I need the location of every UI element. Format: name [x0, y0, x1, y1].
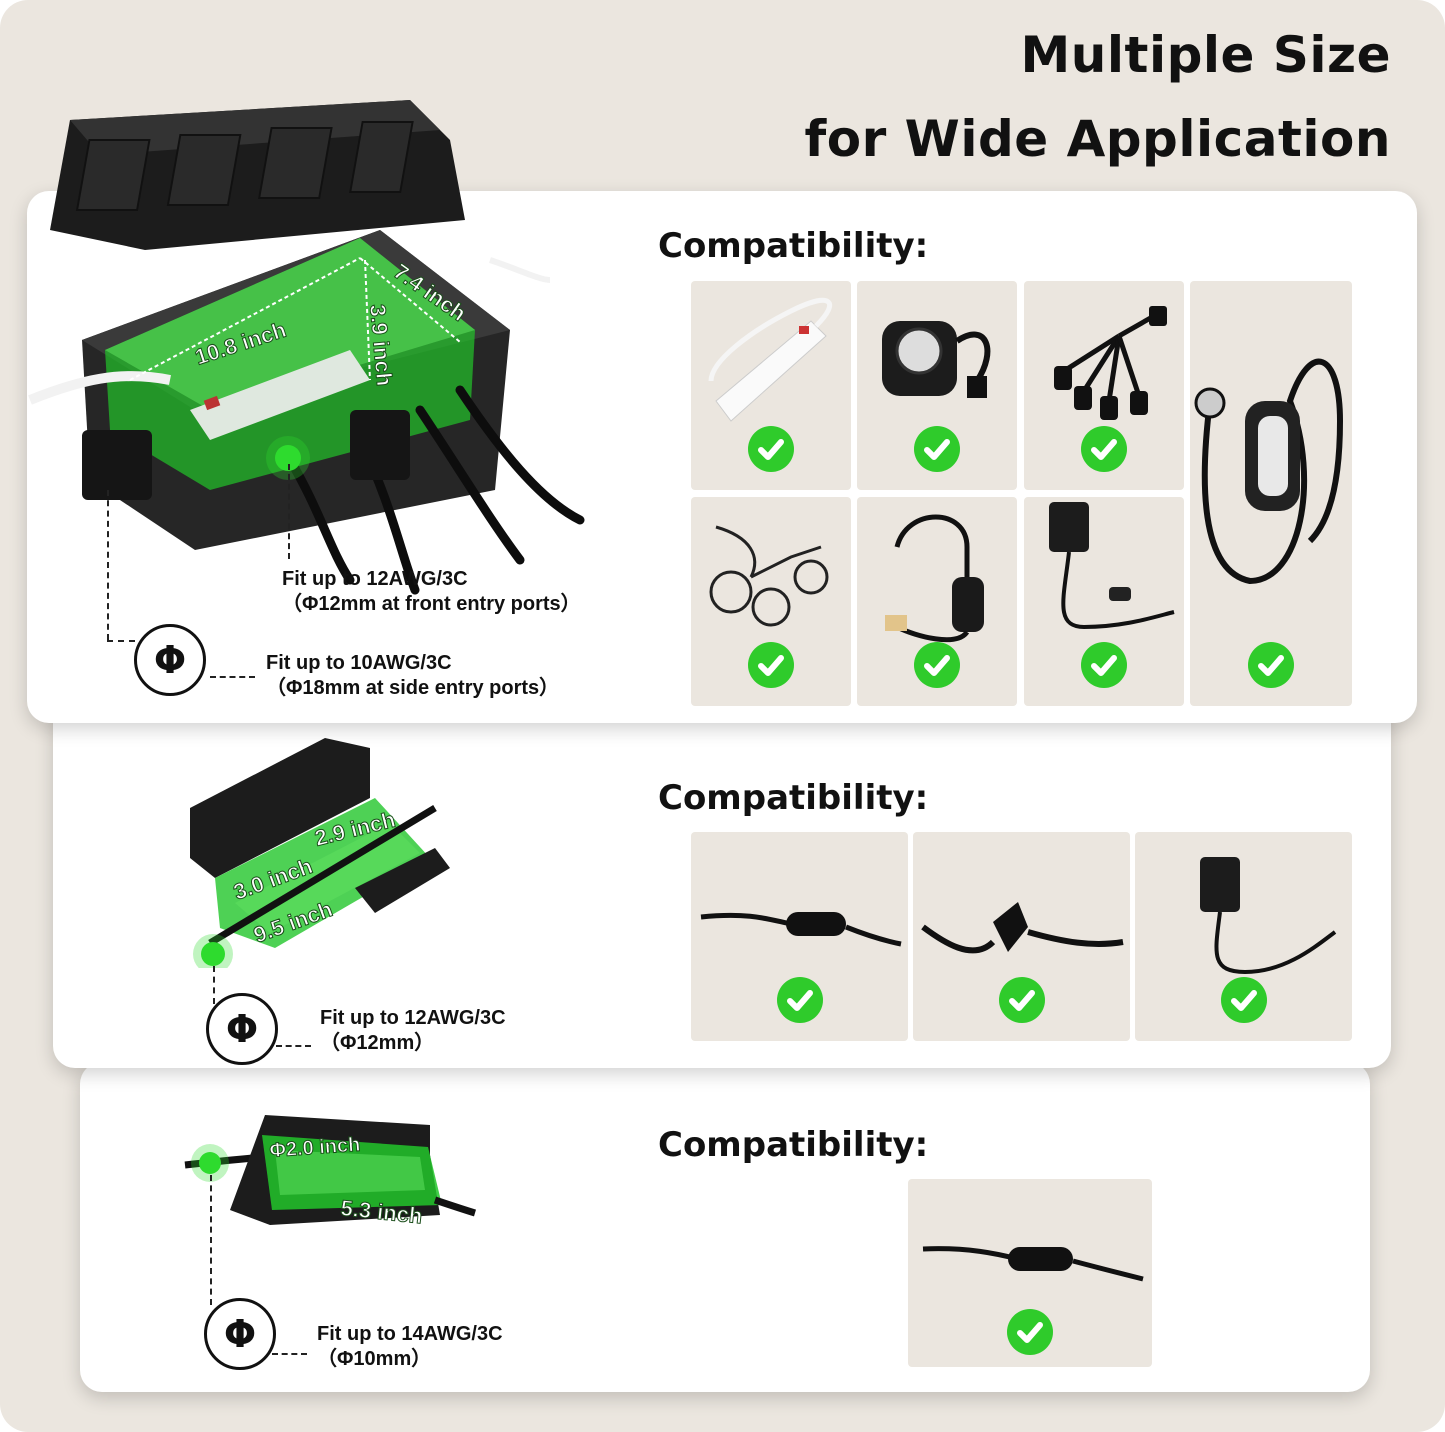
large-side-port-leader-h	[107, 640, 135, 642]
medium-compat-heading: Compatibility:	[658, 778, 929, 818]
check-icon	[998, 977, 1045, 1023]
compat-tile-ev-charger	[1190, 281, 1352, 706]
check-icon	[914, 426, 960, 472]
large-front-note-line1: Fit up to 12AWG/3C	[282, 568, 468, 590]
headline-line-2: for Wide Application	[804, 110, 1391, 168]
large-side-note-line1: Fit up to 10AWG/3C	[266, 652, 452, 674]
small-port-leader	[210, 1175, 212, 1305]
check-icon	[1081, 642, 1127, 688]
compat-tile-outdoor-timer	[857, 281, 1017, 490]
small-note-line1: Fit up to 14AWG/3C	[317, 1323, 503, 1345]
check-icon	[776, 977, 823, 1023]
compat-tile-power-strip	[691, 281, 851, 490]
compat-tile-power-adapter	[1024, 497, 1184, 706]
large-side-note-line2: （Φ18mm at side entry ports）	[266, 677, 560, 699]
small-note-line2: （Φ10mm）	[317, 1348, 432, 1370]
compat-tile-outlet-splitter	[1024, 281, 1184, 490]
large-front-port-leader	[288, 464, 290, 559]
medium-diameter-icon: Φ	[206, 993, 278, 1065]
compat-tile-extension-splitter-cord	[691, 497, 851, 706]
small-note-leader	[272, 1353, 307, 1355]
large-side-note-leader	[210, 676, 255, 678]
check-icon	[748, 642, 794, 688]
check-icon	[1220, 977, 1267, 1023]
check-icon	[748, 426, 794, 472]
large-front-note-line2: （Φ12mm at front entry ports）	[282, 593, 581, 615]
medium-note-line1: Fit up to 12AWG/3C	[320, 1007, 506, 1029]
medium-junction-box-illustration: 2.9 inch 3.0 inch 9.5 inch	[190, 738, 450, 968]
check-icon	[1081, 426, 1127, 472]
compat-tile-gfci-cord	[857, 497, 1017, 706]
large-junction-box-illustration: 10.8 inch 7.4 inch 3.9 inch	[28, 100, 585, 595]
check-icon	[1007, 1309, 1053, 1355]
large-compat-heading: Compatibility:	[658, 226, 929, 266]
medium-note-line2: （Φ12mm）	[320, 1032, 435, 1054]
small-junction-box-illustration: Φ2.0 inch 5.3 inch	[184, 1115, 477, 1229]
large-side-port-leader	[107, 490, 109, 640]
small-compat-heading: Compatibility:	[658, 1125, 929, 1165]
headline-line-1: Multiple Size	[1020, 26, 1391, 84]
compat-tile-inline-plug-2	[908, 1179, 1152, 1367]
medium-port-leader	[213, 966, 215, 1004]
medium-note-leader	[276, 1045, 311, 1047]
compat-tile-right-angle-plug	[913, 832, 1130, 1041]
check-icon	[914, 642, 960, 688]
large-diameter-icon: Φ	[134, 624, 206, 696]
check-icon	[1248, 642, 1294, 688]
compat-tile-inline-plug	[691, 832, 908, 1041]
small-diameter-icon: Φ	[204, 1298, 276, 1370]
compat-tile-power-adapter-2	[1135, 832, 1352, 1041]
